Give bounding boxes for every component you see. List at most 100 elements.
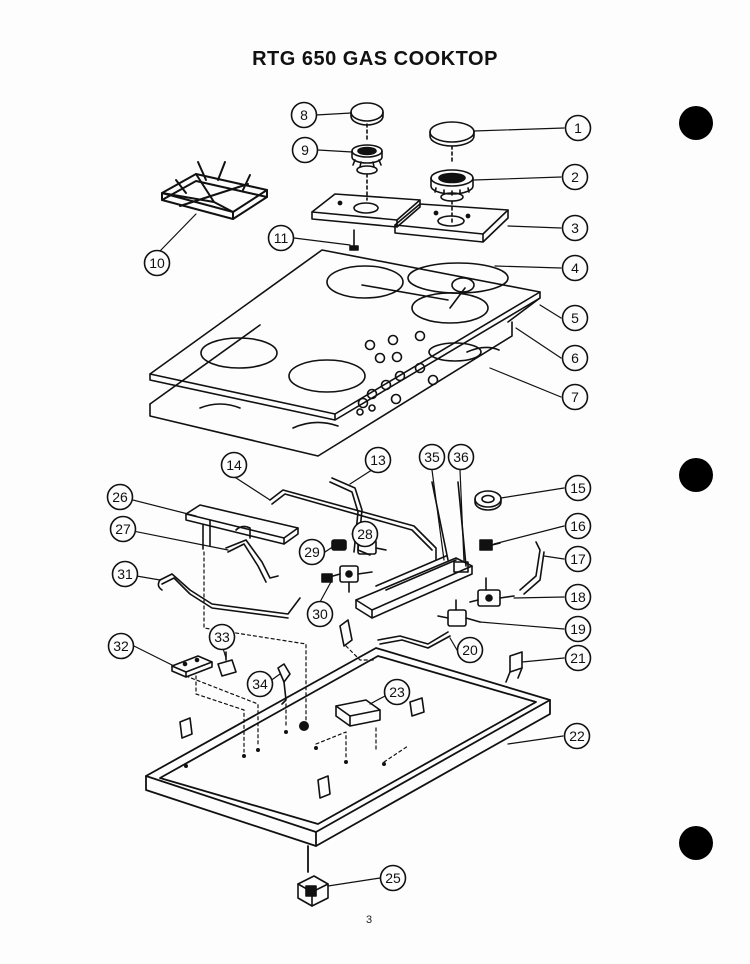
callout-3: 3 [561, 214, 589, 242]
callout-circle [107, 632, 135, 660]
callout-8: 8 [290, 101, 318, 129]
part-35-36-manifold [355, 481, 473, 619]
assembly-dashed-lines [185, 551, 409, 763]
callout-18: 18 [564, 583, 592, 611]
callout-4: 4 [561, 254, 589, 282]
part-1-burner-cap [429, 121, 475, 163]
callout-circle [456, 636, 484, 664]
callout-34: 34 [246, 670, 274, 698]
callout-number: 34 [252, 676, 268, 692]
callout-number: 29 [304, 544, 320, 560]
callout-11: 11 [267, 224, 295, 252]
callout-circle [561, 383, 589, 411]
callout-33: 33 [208, 623, 236, 651]
callout-28: 28 [351, 520, 379, 548]
callout-circle [106, 483, 134, 511]
part-20-tube [377, 631, 451, 649]
callout-number: 28 [357, 526, 373, 542]
callout-number: 14 [226, 457, 242, 473]
part-23-ignition-box [335, 699, 381, 727]
callout-number: 19 [570, 621, 586, 637]
part-22-base-pan [145, 647, 551, 873]
part-17-tube [519, 541, 545, 595]
callout-number: 6 [571, 350, 579, 366]
callout-circle [564, 474, 592, 502]
callout-6: 6 [561, 344, 589, 372]
part-9-burner-head [351, 144, 383, 201]
part-14-gas-tube [269, 489, 437, 561]
part-29-fitting [331, 539, 347, 551]
callout-circle [564, 583, 592, 611]
callout-number: 32 [113, 638, 129, 654]
part-31-gas-tube [157, 573, 301, 619]
part-7-gasket-panel [149, 297, 541, 457]
callout-number: 10 [149, 255, 165, 271]
callout-number: 30 [312, 606, 328, 622]
callout-23: 23 [383, 678, 411, 706]
binder-hole-top [679, 106, 713, 140]
callout-number: 4 [571, 260, 579, 276]
cooktop-top-panel [149, 249, 541, 421]
callout-number: 18 [570, 589, 586, 605]
callout-circle [143, 249, 171, 277]
callout-number: 23 [389, 684, 405, 700]
callout-15: 15 [564, 474, 592, 502]
callout-26: 26 [106, 483, 134, 511]
callout-circle [564, 114, 592, 142]
callout-circle [246, 670, 274, 698]
part-34-electrode [277, 663, 291, 705]
callout-circle [379, 864, 407, 892]
callout-number: 35 [424, 449, 440, 465]
callout-10: 10 [143, 249, 171, 277]
part-11-screw [349, 229, 359, 251]
callout-9: 9 [291, 136, 319, 164]
part-27-orifice-tube [225, 539, 279, 583]
part-25-junction-box [297, 875, 329, 907]
part-26-burner-bracket [185, 504, 299, 550]
callout-36: 36 [447, 443, 475, 471]
binder-hole-middle [679, 458, 713, 492]
valve-bracket [339, 619, 353, 647]
callout-number: 11 [274, 230, 289, 246]
binder-hole-bottom [679, 826, 713, 860]
callout-circle [306, 600, 334, 628]
callout-circle [564, 512, 592, 540]
callout-14: 14 [220, 451, 248, 479]
callout-circle [564, 644, 592, 672]
callout-circle [561, 344, 589, 372]
part-19-valve [437, 599, 481, 627]
callout-number: 36 [453, 449, 469, 465]
callout-number: 33 [214, 629, 230, 645]
part-15-knob-grommet [474, 490, 502, 511]
callout-circle [351, 520, 379, 548]
callout-circle [208, 623, 236, 651]
callout-number: 5 [571, 310, 579, 326]
callout-21: 21 [564, 644, 592, 672]
callout-number: 9 [301, 142, 309, 158]
callout-number: 16 [570, 518, 586, 534]
part-18-valve [469, 577, 515, 607]
callout-number: 20 [462, 642, 478, 658]
callout-20: 20 [456, 636, 484, 664]
small-clips [179, 697, 425, 799]
callout-number: 27 [115, 521, 131, 537]
callout-circle [564, 545, 592, 573]
callout-circle [364, 446, 392, 474]
callout-number: 25 [385, 870, 401, 886]
part-32-ignitor-module [171, 655, 213, 678]
callout-number: 26 [112, 489, 128, 505]
callout-circle [447, 443, 475, 471]
callout-35: 35 [418, 443, 446, 471]
callout-27: 27 [109, 515, 137, 543]
callout-19: 19 [564, 615, 592, 643]
callout-32: 32 [107, 632, 135, 660]
callout-25: 25 [379, 864, 407, 892]
callout-number: 7 [571, 389, 579, 405]
callout-17: 17 [564, 545, 592, 573]
part-21-bracket [505, 651, 523, 683]
hardware-dots [184, 721, 386, 768]
callout-circle [563, 722, 591, 750]
callout-30: 30 [306, 600, 334, 628]
